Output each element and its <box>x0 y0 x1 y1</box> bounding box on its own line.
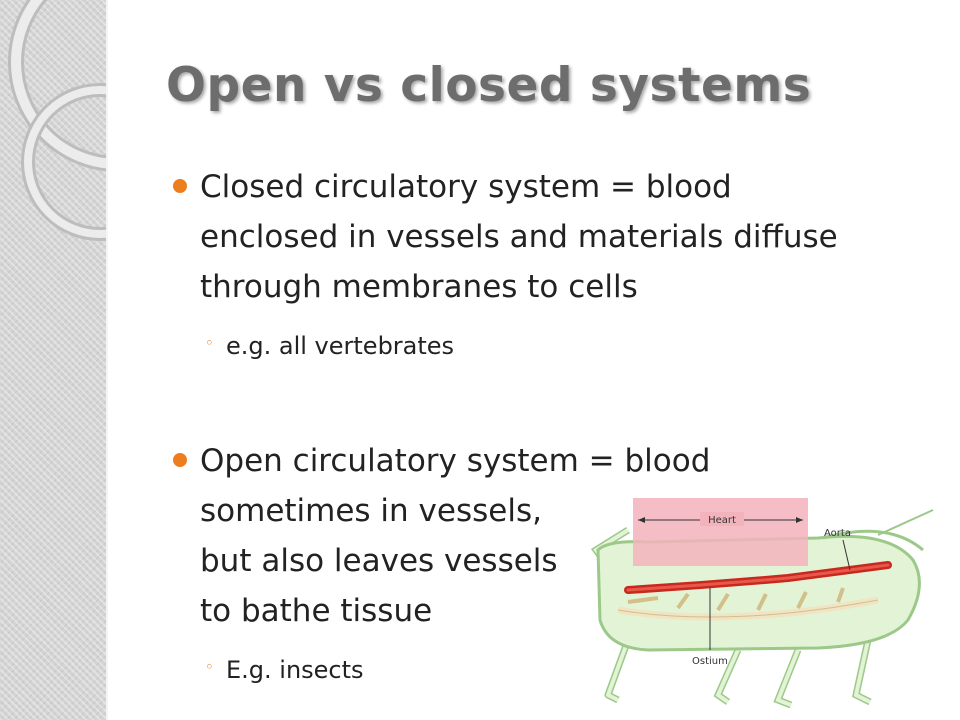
decorative-rings <box>8 0 106 241</box>
grasshopper-circulation-diagram: Heart Aorta Ostium <box>588 490 938 710</box>
heart-label: Heart <box>708 515 736 526</box>
heart-highlight <box>633 498 808 566</box>
sub-bullet-icon: ◦ <box>205 658 214 676</box>
bullet-line: Open circulatory system = blood <box>200 443 711 479</box>
decorative-sidebar <box>0 0 108 720</box>
sub-bullet-icon: ◦ <box>205 334 214 352</box>
sidebar-divider <box>106 0 108 720</box>
bullet-line: enclosed in vessels and materials diffus… <box>200 219 838 255</box>
small-ring-inner <box>24 86 106 238</box>
bullet-line: sometimes in vessels, <box>200 493 542 529</box>
bullet-icon <box>173 179 187 193</box>
sub-bullet-text: e.g. all vertebrates <box>226 332 455 360</box>
ostium-label: Ostium <box>692 656 728 667</box>
sub-bullet-insects: ◦ E.g. insects <box>205 656 364 684</box>
bullet-line: Closed circulatory system = blood <box>200 169 732 205</box>
bullet-icon <box>173 453 187 467</box>
sub-bullet-vertebrates: ◦ e.g. all vertebrates <box>205 332 455 360</box>
bullet-closed-system: Closed circulatory system = blood enclos… <box>173 162 920 312</box>
bullet-open-system: Open circulatory system = blood sometime… <box>173 436 900 636</box>
bullet-line: through membranes to cells <box>200 269 638 305</box>
sub-bullet-text: E.g. insects <box>226 656 364 684</box>
slide-title: Open vs closed systems <box>166 58 812 113</box>
large-ring-inner <box>11 0 106 169</box>
aorta-label: Aorta <box>824 528 851 539</box>
bullet-line: to bathe tissue <box>200 593 433 629</box>
bullet-line: but also leaves vessels <box>200 543 558 579</box>
